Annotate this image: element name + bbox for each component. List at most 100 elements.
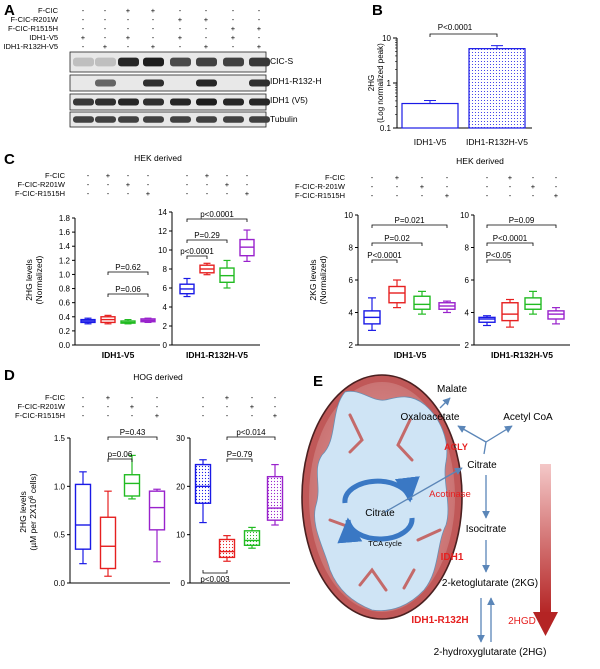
sign-cell: - [127, 24, 130, 33]
node-2hg: 2-hydroxyglutarate (2HG) [434, 647, 547, 658]
y-tick-label: 10 [344, 211, 353, 220]
y-tick-label: 0.5 [54, 531, 66, 540]
sign-cell: + [126, 6, 131, 15]
sig-bracket [486, 242, 534, 246]
y-tick-label: 1.2 [59, 256, 71, 265]
y-axis-label-line: (Normalized) [318, 256, 328, 305]
sign-cell: + [231, 33, 236, 42]
row-label-f-cic-r201w: F-CIC-R201W [10, 15, 58, 24]
sig-pvalue: P<0.0001 [493, 234, 528, 243]
y-tick-label: 6 [465, 276, 470, 285]
sig-bracket [107, 458, 133, 462]
gradient-arrow-head [533, 612, 558, 636]
blot-band [73, 116, 94, 123]
sig-bracket [371, 242, 423, 246]
sig-bracket [226, 458, 253, 462]
condition-row-label: F-CIC [45, 171, 66, 180]
panel-a-sign-grid: --++--------++--------+++-+-+-+--+-+-+-+ [81, 6, 262, 51]
box [218, 538, 236, 559]
sig-pvalue: P=0.62 [115, 263, 141, 272]
sign-cell: - [421, 173, 424, 182]
panel-c-2kg-chart: F-CIC-+---+--F-CIC-R-201W--+---+-F-CIC-R… [295, 173, 570, 360]
sign-cell: + [445, 191, 450, 200]
x-category-label: IDH1-R132H-V5 [466, 137, 528, 147]
sign-cell: - [131, 411, 134, 420]
sign-cell: - [206, 180, 209, 189]
y-tick-label: 1.4 [59, 242, 71, 251]
sign-cell: - [156, 393, 159, 402]
sign-cell: - [82, 15, 85, 24]
sign-cell: - [555, 182, 558, 191]
sign-cell: - [202, 402, 205, 411]
blot-band [118, 57, 139, 67]
box [194, 463, 212, 504]
blot-band [196, 116, 217, 123]
sign-cell: - [232, 15, 235, 24]
panel-d: D HOG derived F-CIC-+---+--F-CIC-R201W--… [4, 367, 290, 588]
y-tick-label: 1.0 [54, 482, 66, 491]
sign-cell: - [532, 173, 535, 182]
blot-band [95, 57, 116, 67]
sign-cell: - [87, 171, 90, 180]
sign-cell: - [251, 411, 254, 420]
blot-label-tubulin: Tubulin [270, 114, 298, 124]
y-tick-label: 8 [349, 244, 354, 253]
y-axis-label-line: 2HG [367, 75, 376, 91]
sign-cell: - [509, 182, 512, 191]
blot-band [196, 57, 217, 67]
box [547, 310, 565, 320]
y-axis-label: 2HG(Log normalized peak) [367, 43, 385, 123]
node-isocitrate: Isocitrate [466, 524, 507, 535]
sign-cell: - [127, 15, 130, 24]
sign-cell: + [178, 33, 183, 42]
y-tick-label: 8 [465, 244, 470, 253]
y-tick-label: 2 [163, 322, 168, 331]
sign-cell: + [178, 15, 183, 24]
sign-cell: - [179, 24, 182, 33]
sign-cell: - [421, 191, 424, 200]
sig-bracket [429, 33, 498, 37]
y-axis-label: 2KG levels(Normalized) [308, 256, 328, 305]
sign-cell: - [246, 171, 249, 180]
y-axis-label-sup: 6 [29, 495, 35, 499]
y-tick-label: 0.0 [59, 341, 71, 350]
blot-band [73, 98, 94, 106]
row-label-f-cic: F-CIC [38, 6, 59, 15]
y-tick-label: 8 [163, 265, 168, 274]
sign-cell: - [127, 42, 130, 51]
sign-cell: - [147, 180, 150, 189]
y-axis-label-line: (Log normalized peak) [376, 43, 385, 123]
box [501, 302, 519, 322]
box [413, 295, 431, 310]
row-label-idh1-r132h-v5: IDH1-R132H-V5 [3, 42, 58, 51]
x-group-label: IDH1-V5 [394, 350, 427, 360]
y-axis-label-line: 2HG levels [18, 491, 28, 533]
sign-cell: - [104, 33, 107, 42]
sign-cell: - [226, 411, 229, 420]
box [388, 285, 406, 304]
sign-cell: + [508, 173, 513, 182]
box [524, 297, 542, 310]
sig-bracket [226, 436, 276, 440]
arrow-mito-citrate-out [384, 467, 463, 513]
blot-band [143, 79, 164, 87]
panel-d-title: HOG derived [133, 372, 183, 382]
row-label-f-cic-r1515h: F-CIC-R1515H [8, 24, 58, 33]
y-tick-label: 1.0 [59, 270, 71, 279]
box [266, 475, 284, 521]
sig-pvalue: p<0.0001 [180, 247, 214, 256]
sig-pvalue: P=0.02 [384, 234, 410, 243]
sign-cell: - [82, 402, 85, 411]
sign-cell: - [202, 393, 205, 402]
sign-cell: - [246, 180, 249, 189]
sign-cell: - [274, 402, 277, 411]
y-tick-label: 0.1 [380, 124, 392, 133]
sig-bracket [186, 218, 248, 222]
blot-band [249, 98, 270, 106]
sign-cell: - [205, 6, 208, 15]
sign-cell: - [82, 393, 85, 402]
sign-cell: - [179, 6, 182, 15]
